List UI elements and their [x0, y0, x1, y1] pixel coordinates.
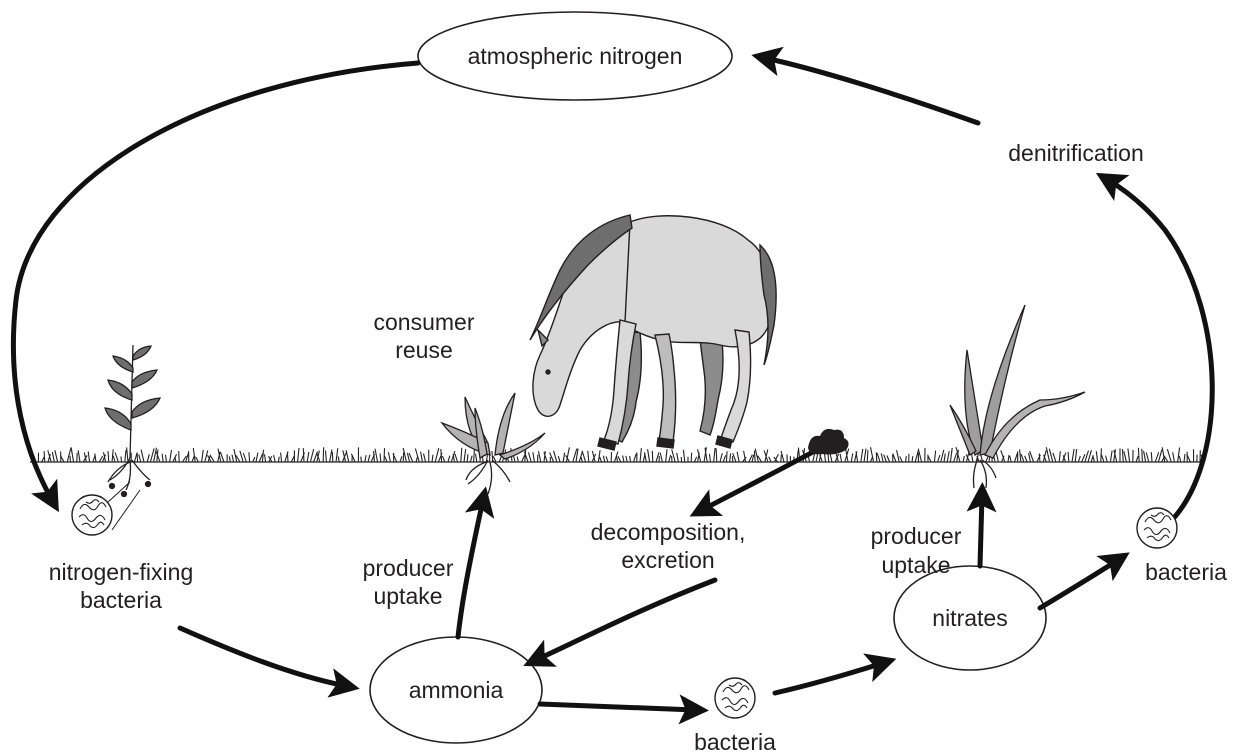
- plant-icon: [105, 345, 160, 497]
- producer-uptake-left-label-line1: producer: [363, 555, 454, 581]
- producer-uptake-right-label-line1: producer: [871, 523, 962, 549]
- atmospheric-nitrogen-node: atmospheric nitrogen: [418, 12, 732, 100]
- producer-uptake-right-label-line2: uptake: [881, 552, 950, 578]
- consumer-reuse-label-line1: consumer: [374, 309, 475, 335]
- arrow-fixing-to-ammonia: [180, 628, 346, 686]
- nitrogen-fixing-label-line1: nitrogen-fixing: [49, 559, 193, 585]
- nitrates-node: nitrates: [894, 566, 1046, 670]
- arrow-atmosphere-to-fixing: [13, 63, 418, 500]
- arrow-nitrates-uptake: [980, 496, 982, 566]
- bacteria-bottom-label: bacteria: [694, 729, 776, 755]
- nitrates-label: nitrates: [932, 605, 1007, 631]
- consumer-reuse-label-line2: reuse: [395, 337, 453, 363]
- ammonia-node: ammonia: [370, 637, 542, 743]
- bacteria-cell-icon: [715, 678, 755, 718]
- plant-icon: [442, 393, 545, 494]
- arrow-ammonia-to-bacteria: [540, 704, 695, 710]
- producer-uptake-left-label-line2: uptake: [373, 583, 442, 609]
- arrow-ammonia-uptake: [458, 500, 483, 637]
- manure-icon: [808, 429, 849, 455]
- ammonia-label: ammonia: [409, 677, 504, 703]
- bacteria-right-label: bacteria: [1145, 559, 1227, 585]
- grass-icon: [30, 447, 1205, 462]
- horse-icon: [530, 215, 776, 450]
- arrow-decomposition-to-ammonia: [536, 580, 715, 660]
- nitrogen-fixing-label-line2: bacteria: [80, 587, 162, 613]
- atmospheric-nitrogen-label: atmospheric nitrogen: [468, 43, 683, 69]
- denitrification-label: denitrification: [1008, 140, 1144, 166]
- bacteria-cell-icon: [1137, 508, 1177, 548]
- arrow-to-atmosphere: [765, 58, 978, 123]
- decomposition-label-line2: excretion: [621, 547, 714, 573]
- arrow-bacteria-to-nitrates: [775, 663, 883, 693]
- bacteria-cell-icon: [72, 482, 140, 535]
- arrow-nitrates-to-bacteria: [1040, 560, 1118, 608]
- arrow-manure-to-decomposition: [702, 448, 820, 510]
- arrow-denitrification: [1108, 180, 1212, 524]
- decomposition-label-line1: decomposition,: [591, 519, 746, 545]
